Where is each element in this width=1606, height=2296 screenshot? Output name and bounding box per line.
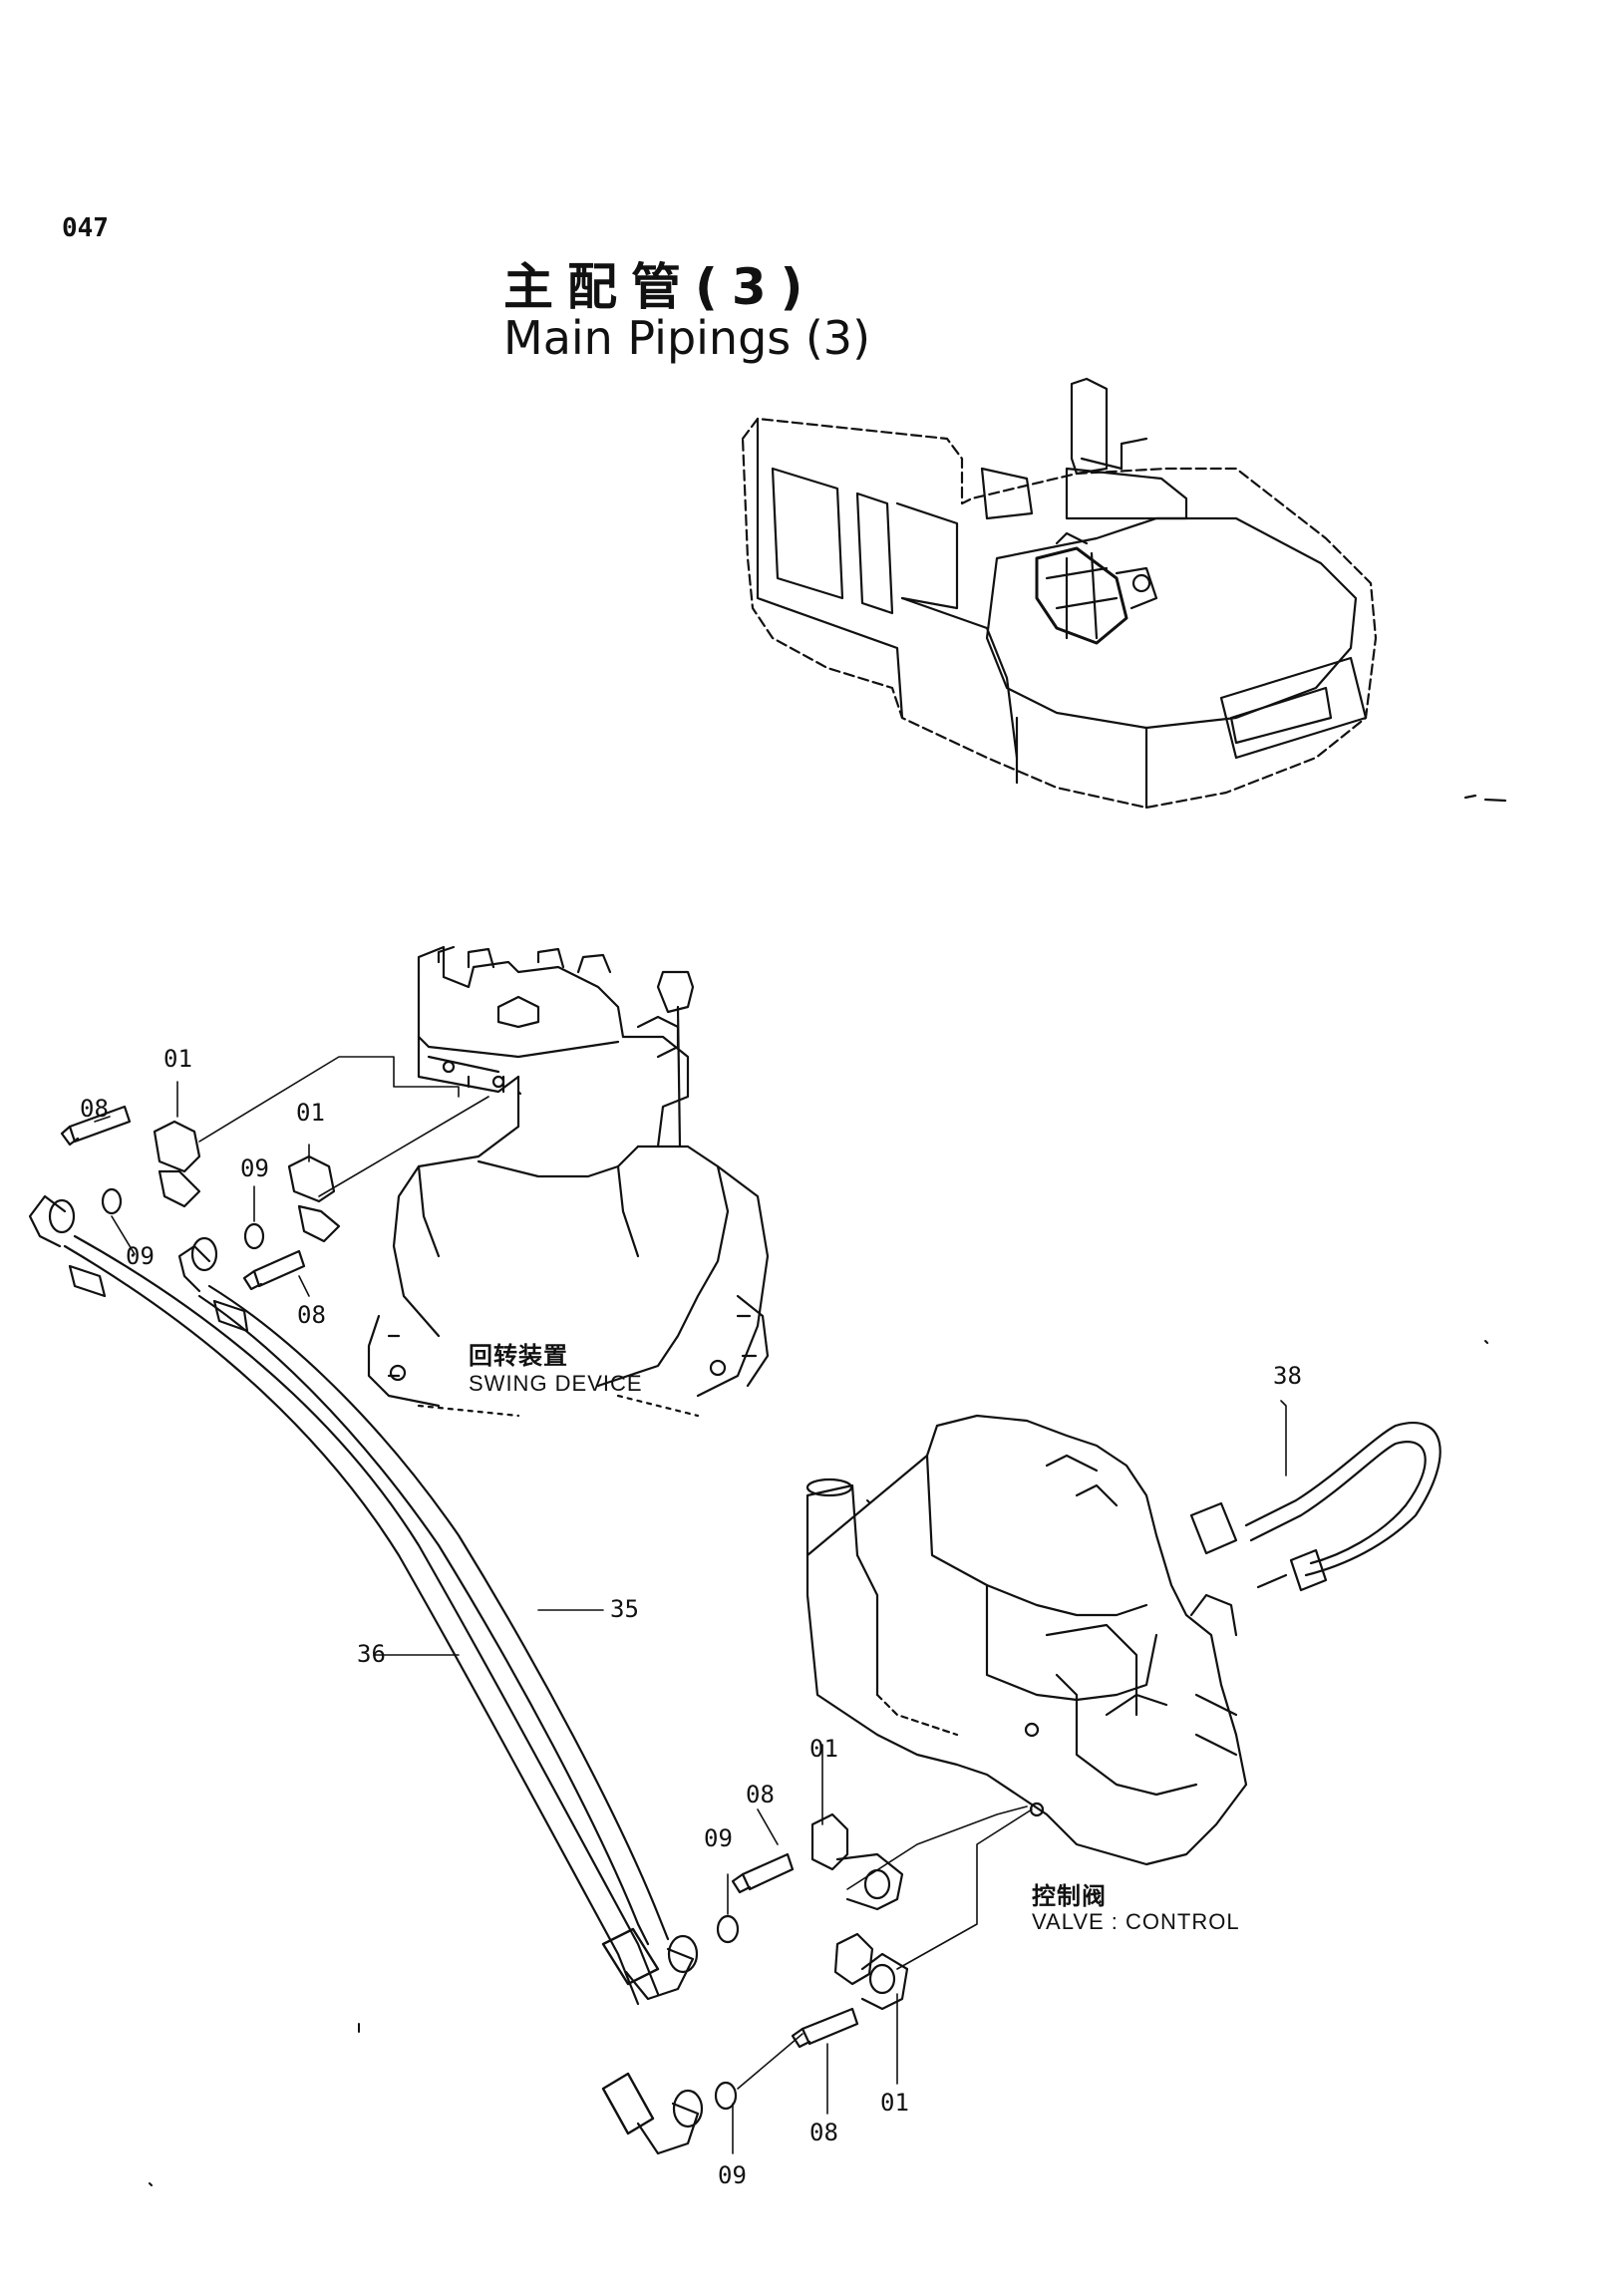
page-title-cn: 主配管(3) — [503, 258, 817, 316]
callout-01-top-upper: 01 — [163, 1045, 192, 1073]
excavator-overview — [743, 379, 1505, 808]
callout-08-cv-upper: 08 — [746, 1781, 775, 1808]
callout-09-cv-upper: 09 — [704, 1824, 733, 1852]
swing-device-label-cn: 回转装置 — [469, 1343, 568, 1370]
callout-08-cv-lower: 08 — [809, 2119, 838, 2146]
cv-fittings — [716, 1814, 907, 2109]
swing-device-drawing — [369, 947, 768, 1416]
control-valve-label-cn: 控制阀 — [1032, 1883, 1107, 1910]
callout-01-cv-upper: 01 — [809, 1735, 838, 1763]
callout-09-top-a: 09 — [240, 1154, 269, 1182]
hoses-35-36 — [30, 1196, 702, 2153]
swing-device-label-en: SWING DEVICE — [469, 1371, 643, 1396]
top-fittings — [62, 1107, 339, 1289]
page-number: 047 — [62, 213, 109, 243]
callout-08-top-upper: 08 — [80, 1095, 109, 1123]
page-title-en: Main Pipings (3) — [503, 311, 871, 365]
callout-36: 36 — [357, 1640, 386, 1668]
callout-09-cv-lower: 09 — [718, 2161, 747, 2189]
callout-09-top-b: 09 — [126, 1242, 155, 1270]
callout-01-cv-lower: 01 — [880, 2089, 909, 2117]
callout-08-top-lower: 08 — [297, 1301, 326, 1329]
callout-01-top-lower: 01 — [296, 1099, 325, 1127]
control-valve-drawing — [807, 1416, 1246, 1864]
leader-lines — [95, 1057, 1487, 2185]
callout-35: 35 — [610, 1595, 639, 1623]
control-valve-label-en: VALVE : CONTROL — [1032, 1909, 1240, 1934]
hose-38 — [1191, 1423, 1441, 1590]
callout-38: 38 — [1273, 1362, 1302, 1390]
